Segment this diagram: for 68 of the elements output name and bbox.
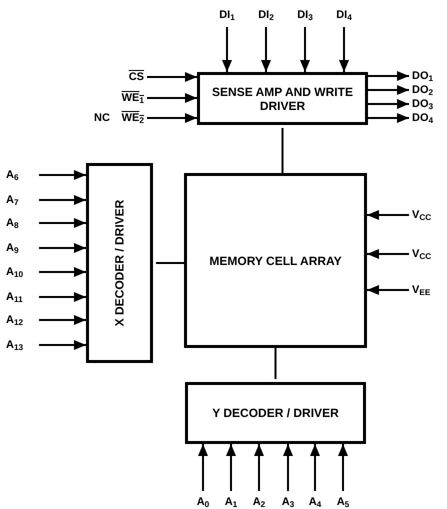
signal-label: DI$_{4}$ — [330, 6, 358, 24]
block-label: MEMORY CELL ARRAY — [209, 254, 342, 268]
arrow — [368, 71, 409, 81]
function-block — [184, 173, 367, 348]
signal-label: A$_{6}$ — [6, 167, 36, 183]
signal-label: A$_{0}$ — [190, 494, 216, 509]
arrow — [39, 243, 86, 253]
signal-label: A$_{5}$ — [330, 494, 356, 509]
arrow — [147, 113, 197, 123]
function-block — [185, 382, 366, 444]
signal-label: A$_{11}$ — [6, 289, 36, 305]
arrow — [367, 249, 409, 259]
arrow — [226, 444, 236, 491]
arrow — [39, 195, 86, 205]
arrow — [368, 99, 409, 109]
block-label: Y DECODER / DRIVER — [212, 406, 339, 420]
arrow — [39, 292, 86, 302]
arrow — [39, 267, 86, 277]
signal-label: A$_{12}$ — [6, 312, 36, 328]
signal-label: V$_{CC}$ — [412, 207, 444, 223]
arrow — [261, 27, 271, 72]
function-block — [86, 163, 153, 363]
arrow — [367, 285, 409, 295]
signal-label: A$_{7}$ — [6, 192, 36, 208]
function-block — [197, 72, 368, 125]
signal-label: WE$_{1}$ — [110, 90, 144, 106]
signal-label: A$_{9}$ — [6, 240, 36, 256]
arrow — [254, 444, 264, 491]
arrow — [283, 444, 293, 491]
signal-label: A$_{1}$ — [218, 494, 244, 509]
connector-line — [156, 262, 184, 264]
signal-label: A$_{3}$ — [275, 494, 301, 509]
arrow — [39, 170, 86, 180]
connector-line — [282, 128, 284, 173]
arrow — [39, 340, 86, 350]
arrow — [222, 27, 232, 72]
arrow — [338, 444, 348, 491]
arrow — [198, 444, 208, 491]
arrow — [310, 444, 320, 491]
signal-label: WE$_{2}$ — [110, 110, 144, 126]
signal-label: DO$_{3}$ — [412, 96, 444, 112]
block-label: SENSE AMP AND WRITE DRIVER — [211, 84, 354, 112]
signal-label: DI$_{3}$ — [291, 6, 319, 24]
arrow — [147, 72, 197, 82]
arrow — [147, 93, 197, 103]
pin-note: NC — [94, 111, 110, 126]
arrow — [368, 85, 409, 95]
block-label: X DECODER / DRIVER — [112, 200, 126, 326]
signal-label: A$_{10}$ — [6, 264, 36, 280]
arrow — [39, 218, 86, 228]
signal-label: DO$_{1}$ — [412, 68, 444, 84]
signal-label: A$_{8}$ — [6, 215, 36, 231]
arrow — [339, 27, 349, 72]
signal-label: V$_{CC}$ — [412, 246, 444, 262]
signal-label: A$_{13}$ — [6, 337, 36, 353]
signal-label: A$_{2}$ — [246, 494, 272, 509]
signal-label: V$_{EE}$ — [412, 282, 444, 298]
signal-label: CS — [110, 69, 144, 85]
arrow — [367, 210, 409, 220]
signal-label: A$_{4}$ — [302, 494, 328, 509]
signal-label: DO$_{2}$ — [412, 82, 444, 98]
signal-label: DI$_{2}$ — [252, 6, 280, 24]
arrow — [300, 27, 310, 72]
signal-label: DO$_{4}$ — [412, 110, 444, 126]
signal-label: DI$_{1}$ — [213, 6, 241, 24]
connector-line — [274, 348, 276, 379]
arrow — [368, 113, 409, 123]
arrow — [39, 315, 86, 325]
